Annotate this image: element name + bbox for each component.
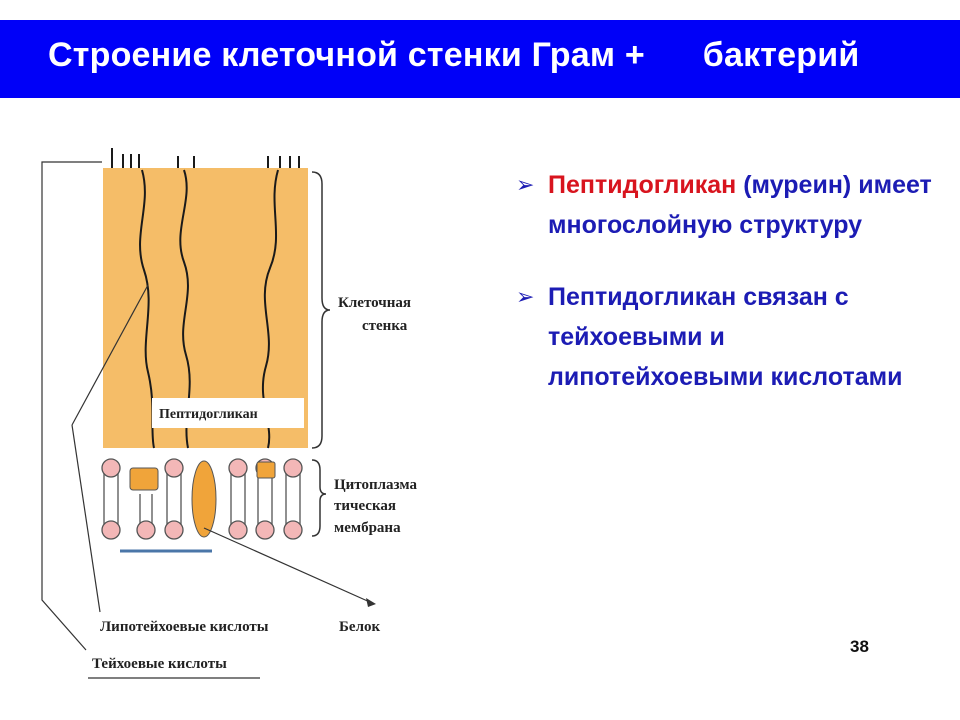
membrane-protein-square-2 xyxy=(256,461,276,479)
bullet-2-text: Пептидогликан связан с тейхоевыми и липо… xyxy=(548,283,903,391)
membrane-label-2: тическая xyxy=(334,498,396,514)
slide-title: Строение клеточной стенки Грам + бактери… xyxy=(48,36,860,74)
bullet-1-text: (муреин) имеет многослойную структуру xyxy=(548,171,932,239)
cell-wall-label-1: Клеточная xyxy=(338,295,411,311)
teichoic-pointer xyxy=(41,161,102,651)
lipoteichoic-pointer xyxy=(71,284,149,426)
cell-wall-label-2: стенка xyxy=(362,318,408,334)
teichoic-label: Тейхоевые кислоты xyxy=(92,656,227,672)
title-bar: Строение клеточной стенки Грам + бактери… xyxy=(0,20,960,98)
transmembrane-protein xyxy=(191,460,217,538)
bullet-item-2: ➢ Пептидогликан связан с тейхоевыми и ли… xyxy=(514,277,934,397)
protein-arrowhead xyxy=(366,598,376,607)
surface-ticks xyxy=(111,148,300,168)
arrowhead-right-icon: ➢ xyxy=(516,172,535,197)
peptidoglycan-label-box xyxy=(152,398,304,428)
lipid-pair xyxy=(283,458,303,540)
protein-pointer xyxy=(203,527,373,604)
lipid-pair xyxy=(228,458,248,540)
bullet-list: ➢ Пептидогликан (муреин) имеет многослой… xyxy=(514,165,934,429)
arrowhead-right-icon: ➢ xyxy=(516,284,535,309)
bullet-1-highlight: Пептидогликан xyxy=(548,171,737,199)
lipid-pair xyxy=(101,458,121,540)
lipid-head xyxy=(136,520,156,540)
membrane-label-1: Цитоплазма xyxy=(334,477,417,493)
membrane-protein-square-1 xyxy=(129,467,159,491)
lipoteichoic-pointer-2 xyxy=(71,424,101,613)
page-number: 38 xyxy=(850,637,869,656)
membrane-label-3: мембрана xyxy=(334,520,401,536)
pointer-lines xyxy=(41,161,373,651)
cell-wall-brace xyxy=(311,171,331,449)
lipoteichoic-label: Липотейхоевые кислоты xyxy=(100,619,269,635)
lipid-pair xyxy=(164,458,184,540)
membrane-brace xyxy=(311,459,327,537)
bullet-item-1: ➢ Пептидогликан (муреин) имеет многослой… xyxy=(514,165,934,245)
protein-label: Белок xyxy=(339,619,380,635)
peptidoglycan-label: Пептидогликан xyxy=(159,407,258,422)
cytoplasmic-membrane xyxy=(101,458,303,540)
